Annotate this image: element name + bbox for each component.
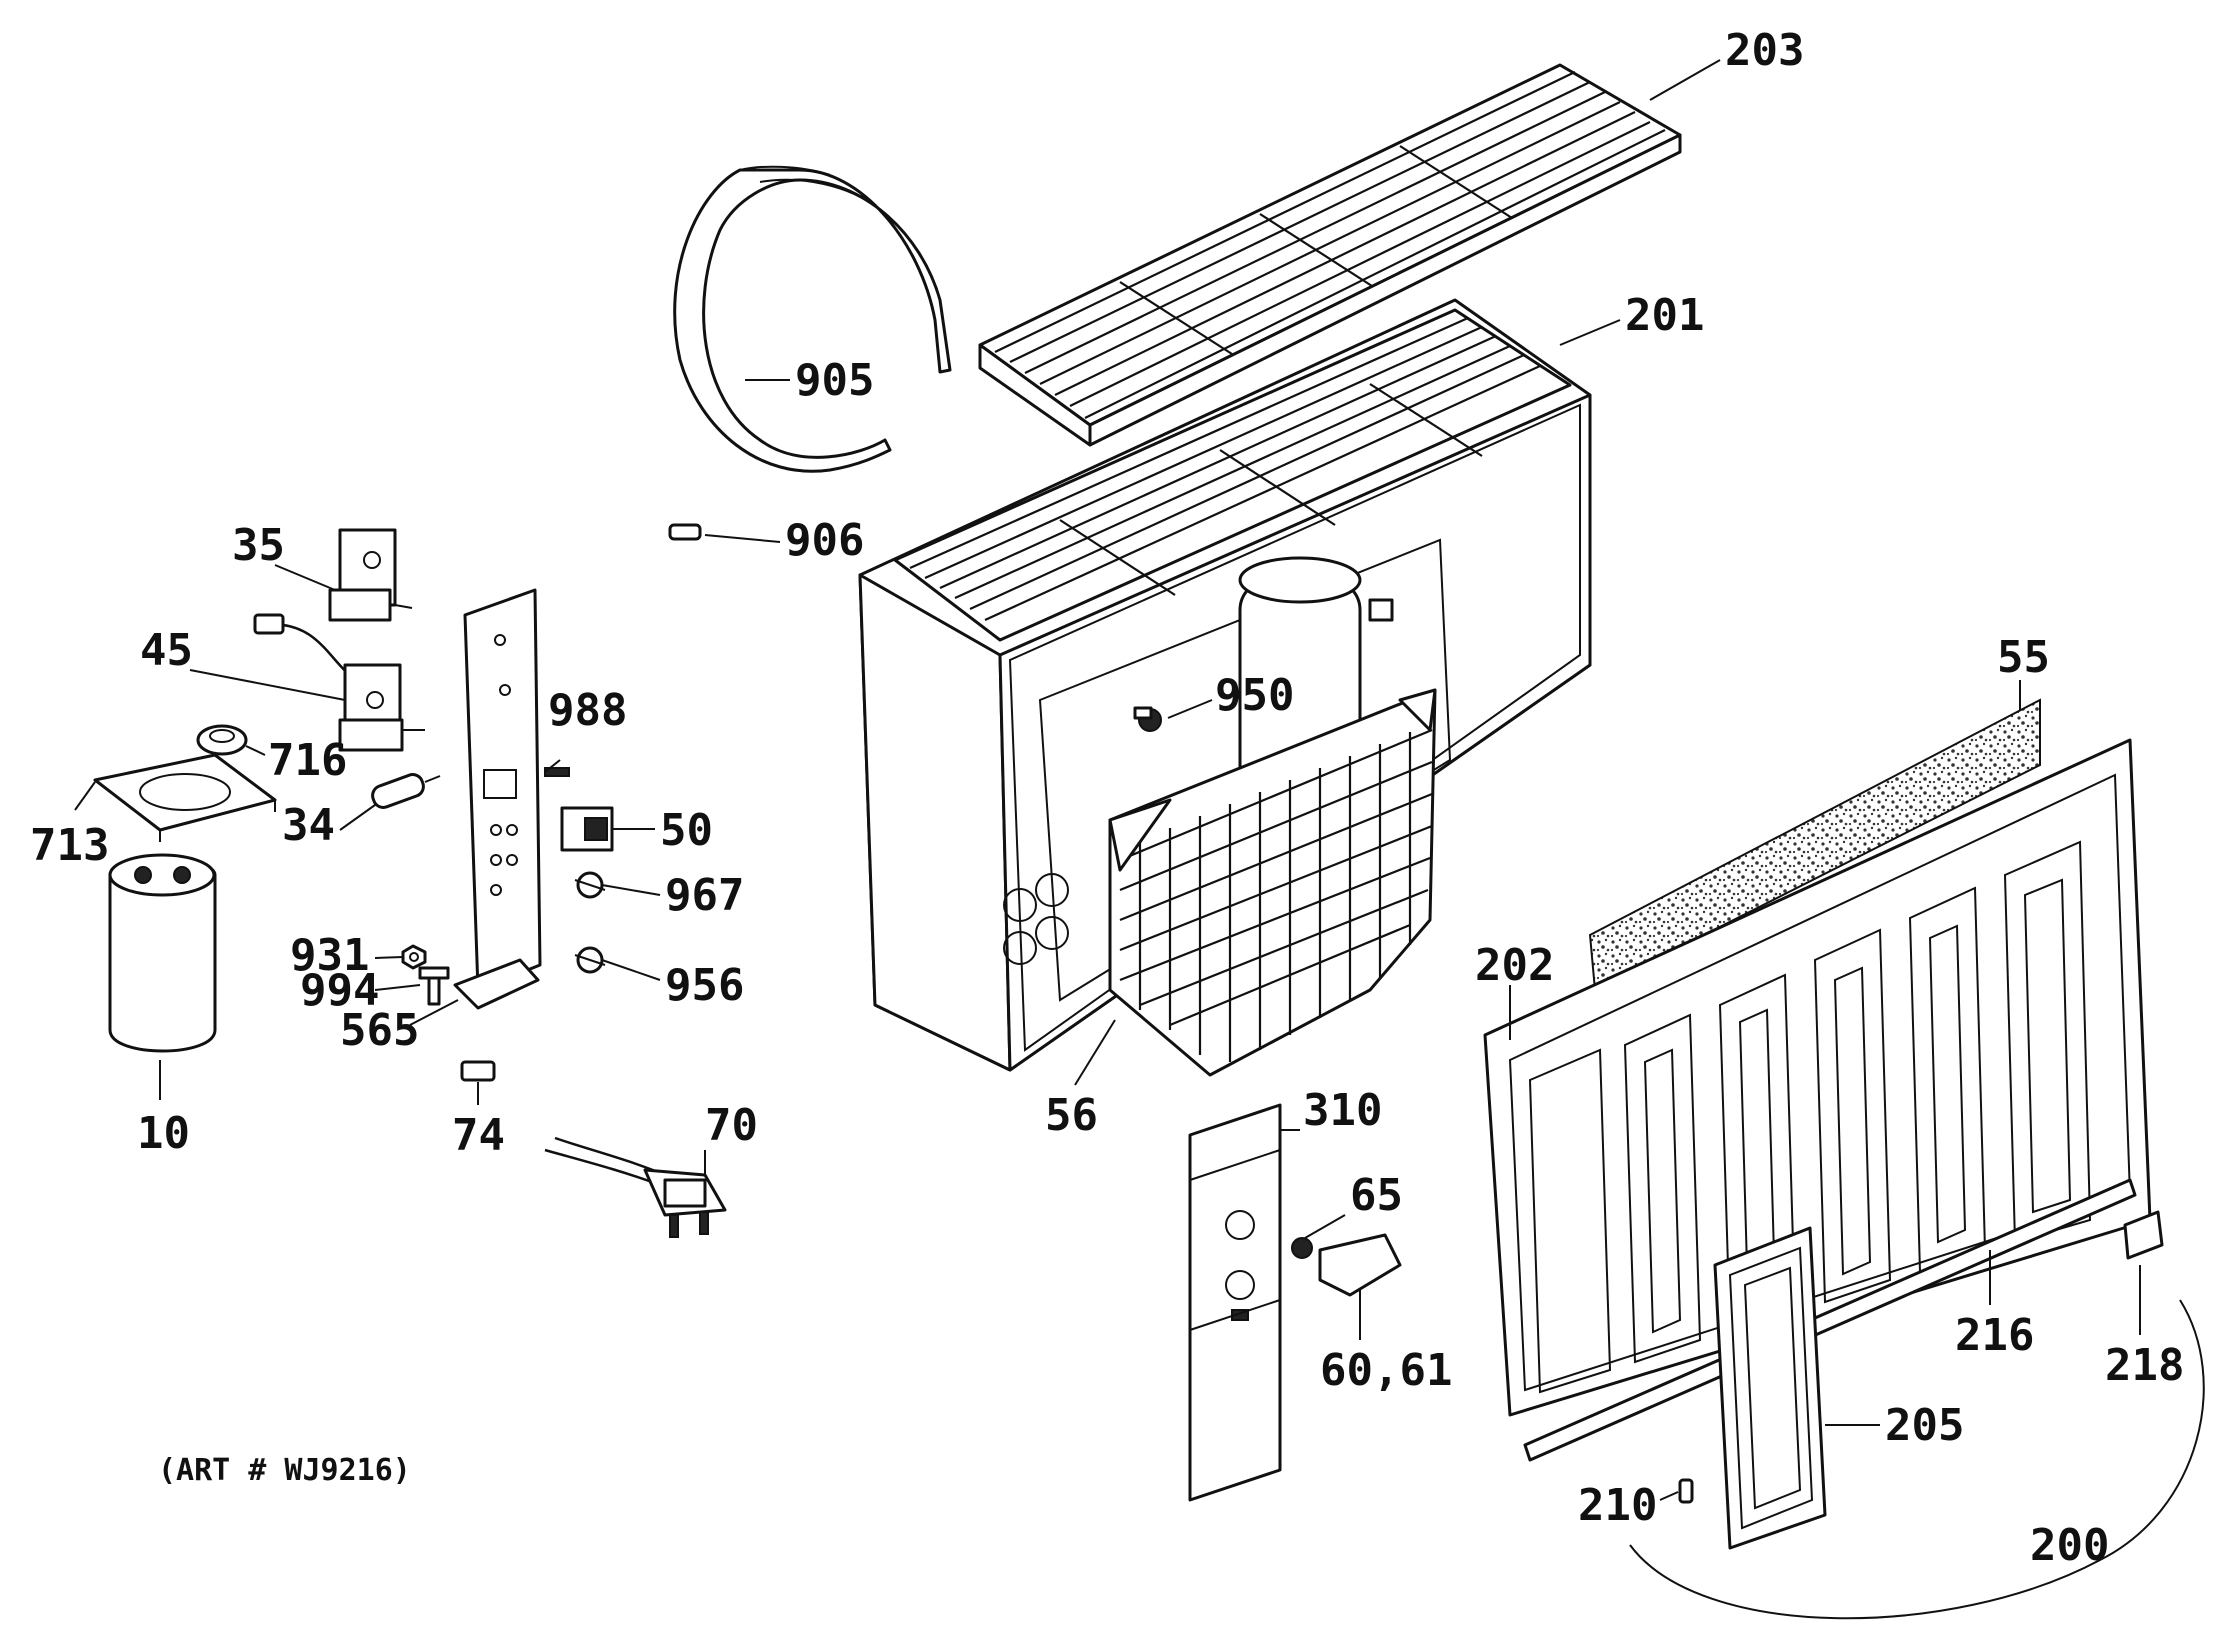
label-56: 56 bbox=[1045, 1090, 1098, 1141]
label-35: 35 bbox=[232, 520, 285, 571]
shroud-905 bbox=[673, 165, 952, 473]
strip-216 bbox=[1523, 1178, 2137, 1462]
rocker-switch-50 bbox=[560, 806, 614, 852]
label-310: 310 bbox=[1303, 1085, 1382, 1136]
screw-956 bbox=[574, 946, 606, 974]
resistor-34 bbox=[371, 773, 441, 809]
label-70: 70 bbox=[705, 1100, 758, 1151]
label-906: 906 bbox=[785, 515, 864, 566]
label-994: 994 bbox=[300, 965, 379, 1016]
knob-60-61 bbox=[1291, 1233, 1402, 1297]
label-931: 931 bbox=[290, 930, 369, 981]
label-716: 716 bbox=[268, 735, 347, 786]
assembly-bracket-200 bbox=[1629, 1299, 2205, 1620]
filter-55 bbox=[1588, 698, 2041, 992]
label-988: 988 bbox=[548, 685, 627, 736]
label-565: 565 bbox=[340, 1005, 419, 1056]
control-bracket-565 bbox=[453, 588, 542, 1010]
label-210: 210 bbox=[1578, 1480, 1657, 1531]
label-45: 45 bbox=[140, 625, 193, 676]
clip-906 bbox=[668, 523, 702, 541]
screw-967 bbox=[574, 871, 606, 899]
label-60-61: 60,61 bbox=[1320, 1345, 1452, 1396]
label-205: 205 bbox=[1885, 1400, 1964, 1451]
selector-switch-45 bbox=[253, 613, 425, 752]
grommet-716 bbox=[196, 724, 248, 756]
clip-218 bbox=[2123, 1210, 2164, 1260]
label-713: 713 bbox=[30, 820, 109, 871]
label-218: 218 bbox=[2105, 1340, 2184, 1391]
label-34: 34 bbox=[282, 800, 335, 851]
label-950: 950 bbox=[1215, 670, 1294, 721]
clip-74 bbox=[460, 1060, 496, 1082]
bolt-994 bbox=[418, 966, 450, 1006]
label-10: 10 bbox=[137, 1108, 190, 1159]
label-967: 967 bbox=[665, 870, 744, 921]
front-grille-56 bbox=[1108, 688, 1437, 1077]
label-905: 905 bbox=[795, 355, 874, 406]
label-55: 55 bbox=[1997, 632, 2050, 683]
bracket-713 bbox=[93, 753, 277, 842]
top-grille-203 bbox=[978, 63, 1682, 447]
leader-lines bbox=[74, 59, 2141, 1501]
label-201: 201 bbox=[1625, 290, 1704, 341]
label-65: 65 bbox=[1350, 1170, 1403, 1221]
label-202: 202 bbox=[1475, 940, 1554, 991]
label-50: 50 bbox=[660, 805, 713, 856]
latch-210 bbox=[1678, 1478, 1694, 1504]
art-number: (ART # WJ9216) bbox=[158, 1453, 411, 1488]
capacitor-10 bbox=[108, 853, 217, 1053]
label-216: 216 bbox=[1955, 1310, 2034, 1361]
nut-931 bbox=[401, 944, 427, 970]
label-203: 203 bbox=[1725, 25, 1804, 76]
label-74: 74 bbox=[452, 1110, 505, 1161]
power-cord-70 bbox=[544, 1136, 727, 1238]
door-205 bbox=[1713, 1226, 1827, 1550]
control-panel-310 bbox=[1188, 1103, 1282, 1502]
label-956: 956 bbox=[665, 960, 744, 1011]
screw-950 bbox=[1133, 706, 1162, 732]
label-200: 200 bbox=[2030, 1520, 2109, 1571]
thermostat-35 bbox=[328, 528, 413, 622]
